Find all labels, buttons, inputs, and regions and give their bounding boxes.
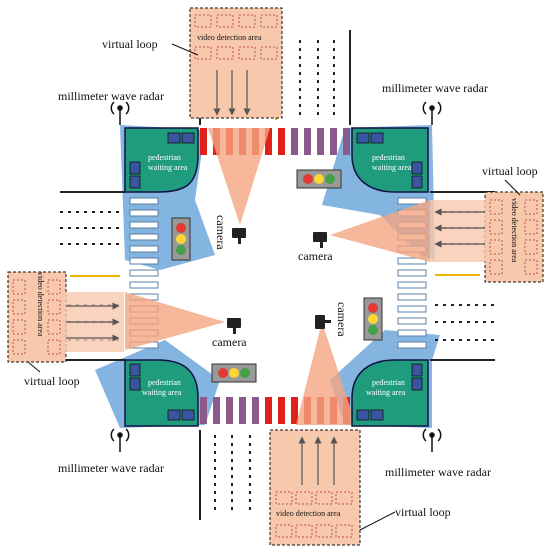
radar-icon-tl xyxy=(110,101,130,125)
label-video-area-bottom: video detection area xyxy=(276,509,341,518)
pedestrian-area-tl xyxy=(124,127,199,193)
ped-label-bl-1: pedestrian xyxy=(148,378,181,387)
virtual-loop-left xyxy=(7,271,124,363)
label-radar-bl: millimeter wave radar xyxy=(58,461,164,475)
radar-icon xyxy=(110,101,442,452)
text-labels: virtual loop video detection area millim… xyxy=(24,33,538,519)
ped-label-tr-2: waiting area xyxy=(372,163,412,172)
label-leaders xyxy=(27,43,521,531)
virtual-loop-bottom xyxy=(269,429,361,546)
ped-label-br-1: pedestrian xyxy=(372,378,405,387)
label-radar-br: millimeter wave radar xyxy=(385,465,491,479)
label-virtual-loop-bottom: virtual loop xyxy=(395,505,451,519)
label-virtual-loop-left: virtual loop xyxy=(24,374,80,388)
camera-view-north xyxy=(208,128,270,225)
traffic-light-north xyxy=(296,169,342,189)
ped-label-tl-2: waiting area xyxy=(148,163,188,172)
ped-label-br-2: waiting area xyxy=(366,388,406,397)
label-camera-north: camera xyxy=(214,215,228,250)
radar-icon-tr xyxy=(422,101,442,125)
ped-label-tl-1: pedestrian xyxy=(148,153,181,162)
radar-icon-br xyxy=(422,428,442,452)
label-radar-tr: millimeter wave radar xyxy=(382,81,488,95)
pedestrian-labels: pedestrian waiting area pedestrian waiti… xyxy=(142,153,412,397)
label-virtual-loop-right: virtual loop xyxy=(482,164,538,178)
pedestrian-area-tr xyxy=(351,127,429,193)
label-video-area-left: video detection area xyxy=(36,272,45,337)
camera-icon xyxy=(227,228,331,334)
camera-views xyxy=(125,128,430,425)
pedestrian-signal-icons xyxy=(129,132,423,421)
virtual-loop-top xyxy=(189,7,283,119)
radar-icon-bl xyxy=(110,428,130,452)
label-camera-south: camera xyxy=(335,302,349,337)
camera-view-east xyxy=(330,200,430,262)
virtual-loop-right xyxy=(430,191,544,283)
label-virtual-loop-top: virtual loop xyxy=(102,37,158,51)
traffic-light-west xyxy=(171,217,191,261)
label-video-area-right: video detection area xyxy=(510,198,519,263)
ped-label-tr-1: pedestrian xyxy=(372,153,405,162)
traffic-light-east xyxy=(363,297,383,341)
pedestrian-area-br xyxy=(351,359,429,427)
label-radar-tl: millimeter wave radar xyxy=(58,89,164,103)
label-camera-west: camera xyxy=(212,335,247,349)
label-camera-east: camera xyxy=(298,249,333,263)
pedestrian-area-bl xyxy=(124,359,199,427)
camera-view-south xyxy=(296,322,356,425)
camera-view-west xyxy=(125,292,225,350)
ped-label-bl-2: waiting area xyxy=(142,388,182,397)
traffic-light-south xyxy=(211,363,257,383)
label-video-area-top: video detection area xyxy=(197,33,262,42)
